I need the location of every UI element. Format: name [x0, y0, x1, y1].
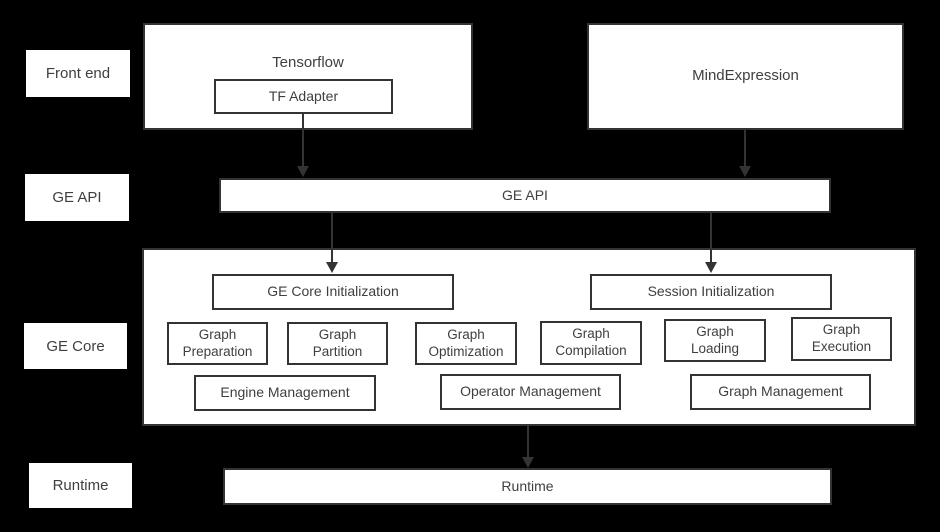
arrow-mindexpression-to-ge-api	[739, 130, 751, 177]
session-initialization-box: Session Initialization	[590, 274, 832, 310]
arrow-ge-api-to-ge-core-initialization	[326, 213, 338, 273]
operator-management-box: Operator Management	[440, 374, 621, 410]
layer-label-ge-core: GE Core	[24, 323, 127, 369]
mindexpression-box: MindExpression	[587, 23, 904, 130]
layer-label-front-end: Front end	[26, 50, 130, 97]
arrow-ge-api-to-session-initialization	[705, 213, 717, 273]
graph-optimization-box: Graph Optimization	[415, 322, 517, 365]
layer-label-runtime: Runtime	[29, 463, 132, 508]
ge-core-initialization-box: GE Core Initialization	[212, 274, 454, 310]
tensorflow-box: Tensorflow TF Adapter	[143, 23, 473, 130]
ge-api-bar: GE API	[219, 178, 831, 213]
engine-management-box: Engine Management	[194, 375, 376, 411]
graph-loading-box: Graph Loading	[664, 319, 766, 362]
graph-execution-box: Graph Execution	[791, 317, 892, 361]
ge-core-box: GE Core Initialization Session Initializ…	[142, 248, 916, 426]
arrow-tf-adapter-to-ge-api	[297, 114, 309, 177]
arrow-ge-core-to-runtime	[522, 426, 534, 468]
graph-compilation-box: Graph Compilation	[540, 321, 642, 365]
runtime-bar: Runtime	[223, 468, 832, 505]
graph-preparation-box: Graph Preparation	[167, 322, 268, 365]
graph-partition-box: Graph Partition	[287, 322, 388, 365]
layer-label-ge-api: GE API	[25, 174, 129, 221]
graph-management-box: Graph Management	[690, 374, 871, 410]
tf-adapter-box: TF Adapter	[214, 79, 393, 114]
tensorflow-label: Tensorflow	[272, 54, 344, 71]
